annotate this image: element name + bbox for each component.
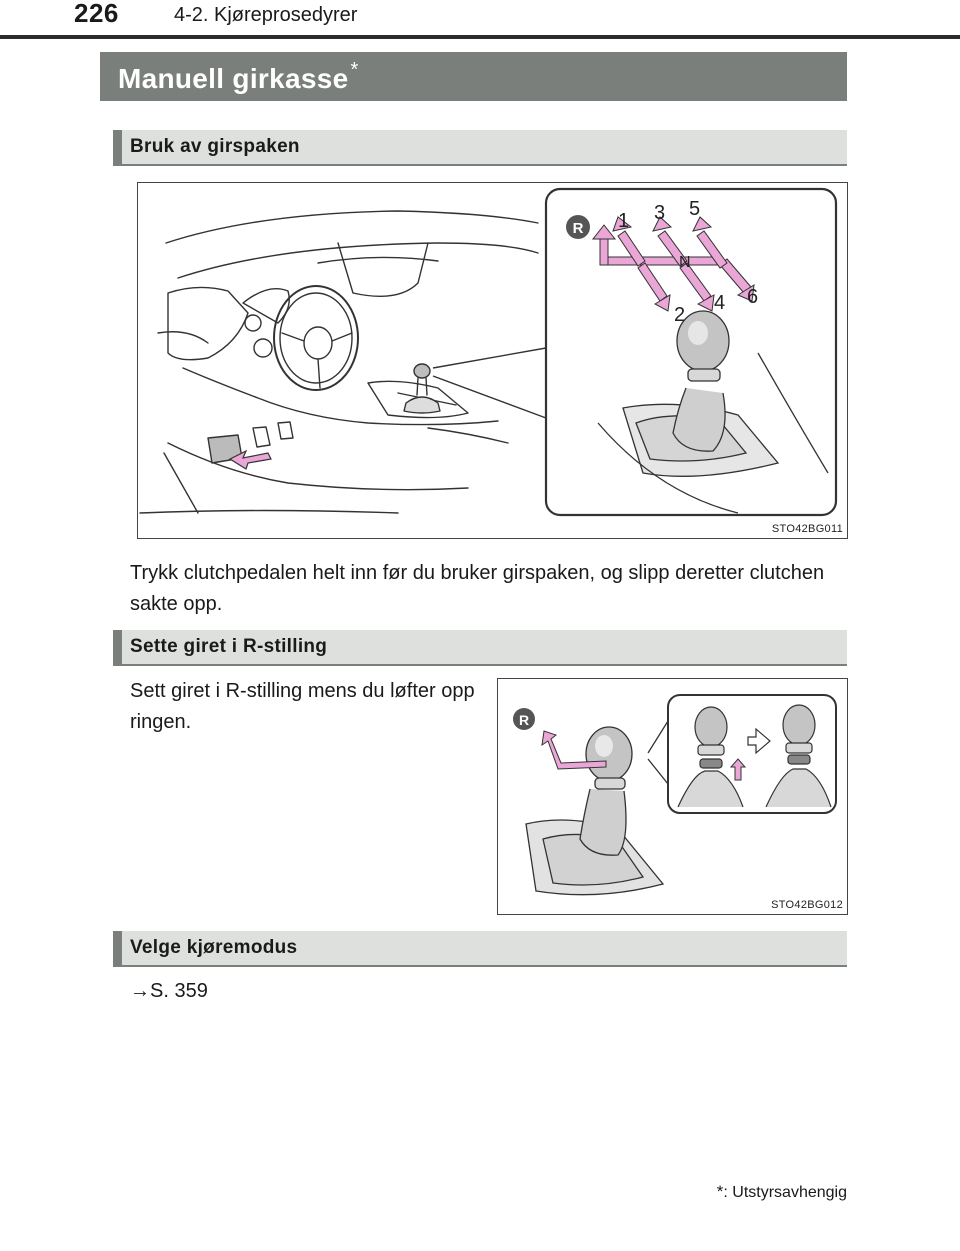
shift-label-3: 3 (654, 202, 665, 224)
section-accent-bar (113, 630, 122, 666)
page-number: 226 (74, 0, 119, 28)
chapter-title: 4-2. Kjøreprosedyrer (174, 4, 358, 26)
footnote-text: : Utstyrsavhengig (723, 1184, 847, 1201)
section-header-drive-mode: Velge kjøremodus (113, 931, 847, 967)
paragraph-clutch: Trykk clutchpedalen helt inn før du bruk… (130, 562, 825, 615)
shift-label-n: N (679, 254, 691, 271)
shift-label-r: R (573, 220, 584, 237)
page-title-text: Manuell girkasse (118, 63, 349, 94)
footnote-mark: * (716, 1182, 724, 1201)
section-accent-bar (113, 931, 122, 967)
shift-label-2: 2 (674, 304, 685, 326)
figure-reverse: R STO42BG012 (497, 678, 848, 915)
page-reference-link[interactable]: →S. 359 (130, 980, 208, 1002)
figure-code: STO42BG012 (771, 899, 843, 911)
reverse-r-label: R (519, 712, 529, 728)
title-bar: Manuell girkasse* (100, 52, 847, 101)
reverse-illustration: R (513, 694, 837, 896)
cockpit-illustration: R 1 2 3 4 5 6 N (139, 187, 838, 517)
paragraph-reverse: Sett giret i R-stilling mens du løfter o… (130, 680, 475, 733)
section-heading: Sette giret i R-stilling (130, 636, 328, 657)
shift-label-4: 4 (714, 292, 725, 314)
shift-label-5: 5 (689, 198, 700, 220)
header-rule (0, 35, 960, 39)
section-heading: Velge kjøremodus (130, 937, 298, 958)
page-title: Manuell girkasse* (118, 59, 359, 95)
section-heading: Bruk av girspaken (130, 136, 300, 157)
section-header-reverse: Sette giret i R-stilling (113, 630, 847, 666)
section-header-gear-lever: Bruk av girspaken (113, 130, 847, 166)
figure-gear-lever: R 1 2 3 4 5 6 N STO42BG011 (137, 182, 848, 539)
figure-code: STO42BG011 (771, 523, 843, 535)
shift-label-6: 6 (747, 286, 758, 308)
shift-label-1: 1 (618, 210, 629, 232)
footnote: *: Utstyrsavhengig (717, 1182, 847, 1202)
title-footnote-mark: * (350, 59, 359, 81)
section-accent-bar (113, 130, 122, 166)
